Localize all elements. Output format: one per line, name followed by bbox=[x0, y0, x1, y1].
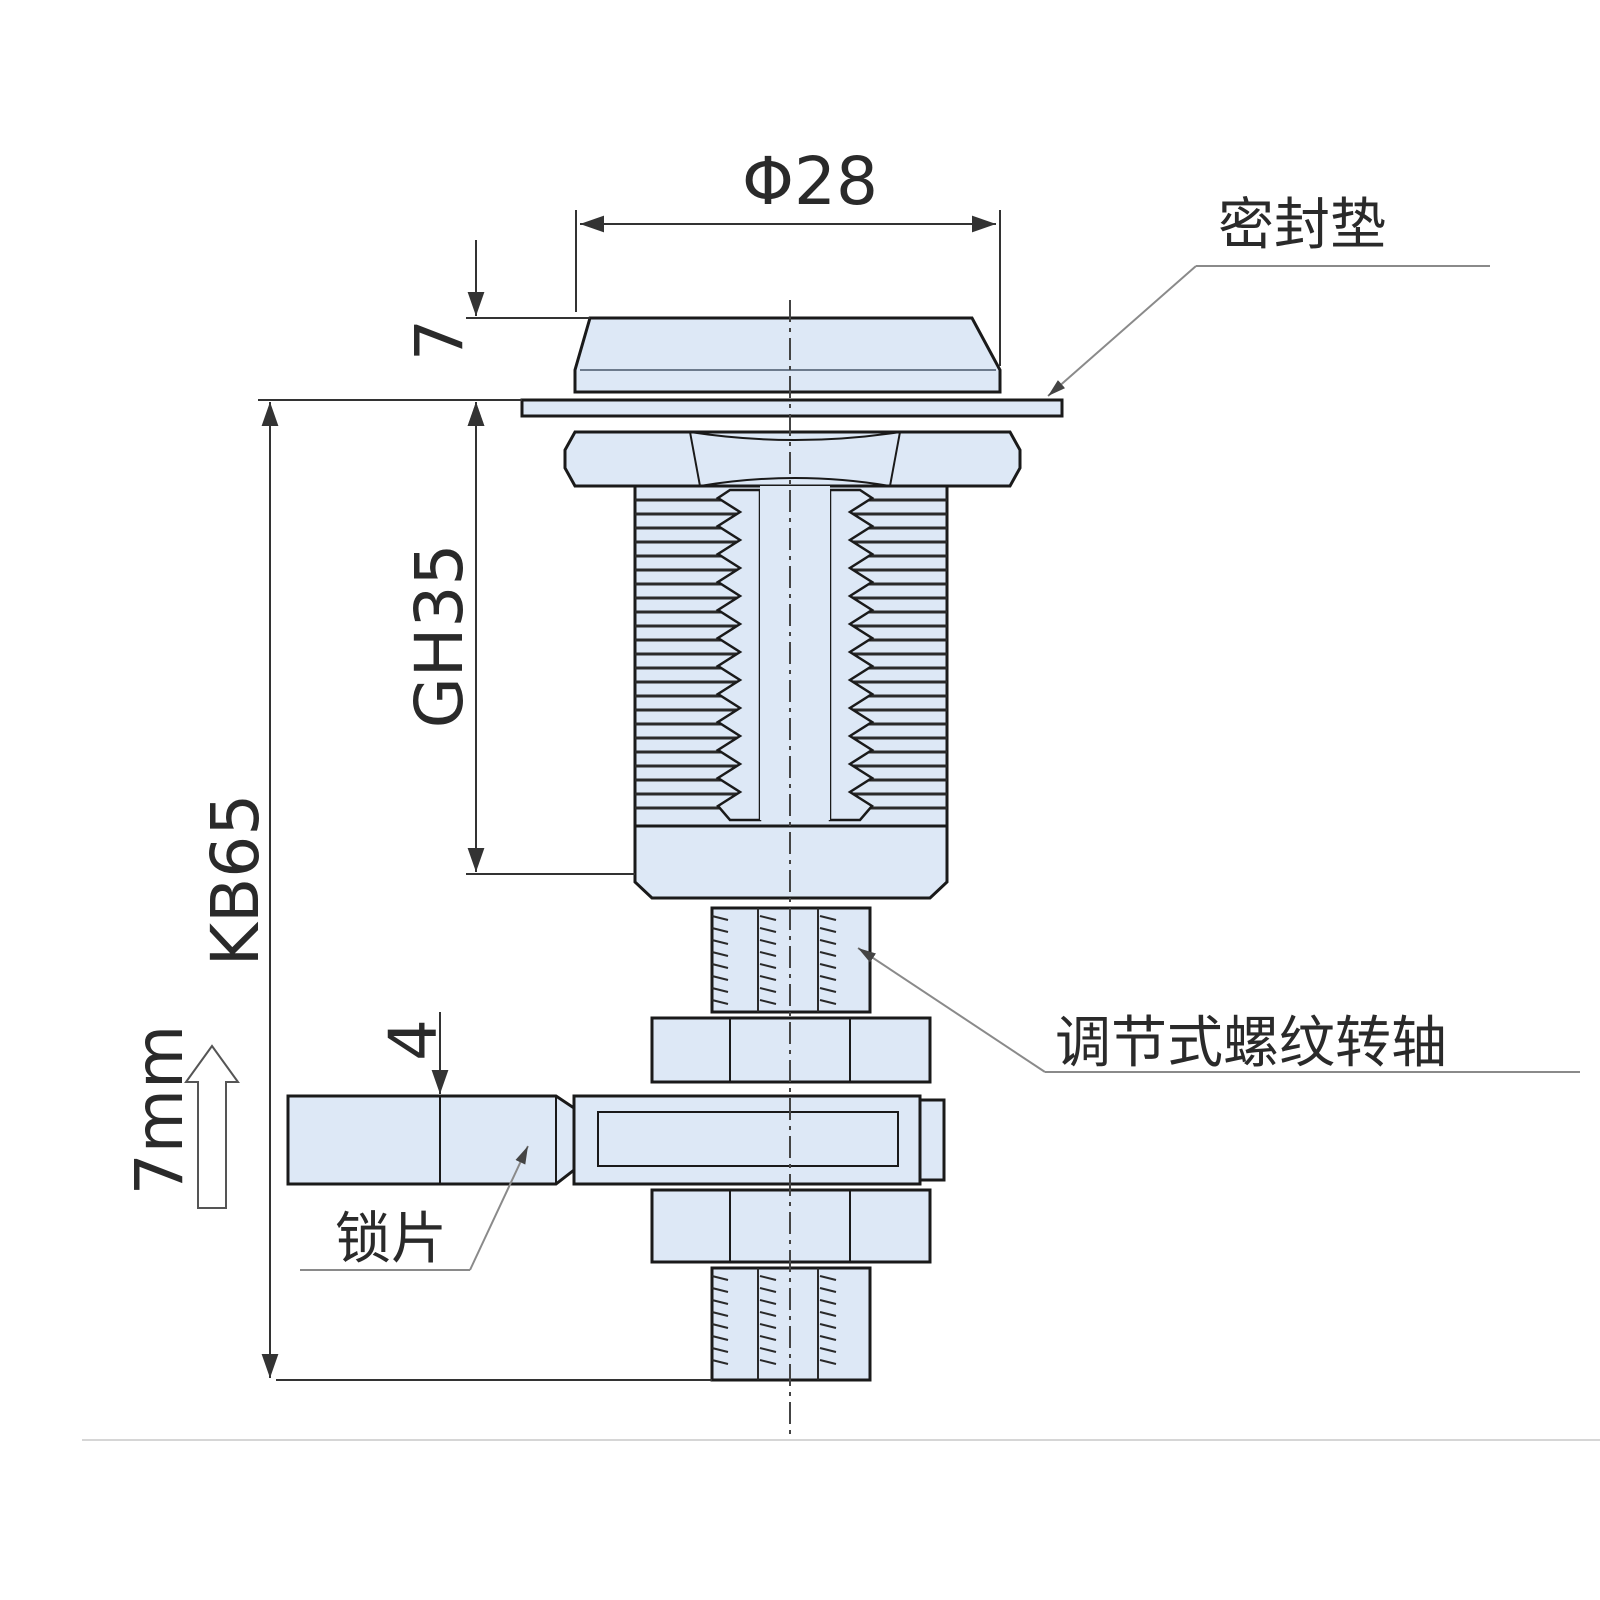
leader-lines bbox=[300, 265, 1580, 1271]
dimension-lines bbox=[258, 210, 1001, 1381]
cam-plate bbox=[286, 1094, 946, 1186]
travel-arrow-icon bbox=[184, 1044, 240, 1209]
dim-diameter: Φ28 bbox=[742, 143, 878, 220]
dim-thread-length: GH35 bbox=[401, 544, 478, 729]
dim-flange-height: 7 bbox=[401, 319, 478, 361]
hex-nut-top bbox=[563, 430, 1022, 488]
lock-body bbox=[286, 316, 1064, 1382]
callout-cam-plate: 锁片 bbox=[335, 1207, 447, 1272]
inner-bore bbox=[715, 488, 875, 822]
dim-total-length: KB65 bbox=[197, 794, 274, 967]
shaft-lower bbox=[710, 1266, 872, 1382]
dim-adjust-travel: 7mm bbox=[121, 1025, 198, 1196]
dim-cam-offset: 4 bbox=[375, 1019, 452, 1061]
callout-seal-gasket: 密封垫 bbox=[1218, 193, 1386, 258]
lock-head bbox=[573, 316, 1002, 394]
seal-gasket bbox=[520, 398, 1064, 418]
callout-adjustable-shaft: 调节式螺纹转轴 bbox=[1055, 1011, 1447, 1076]
